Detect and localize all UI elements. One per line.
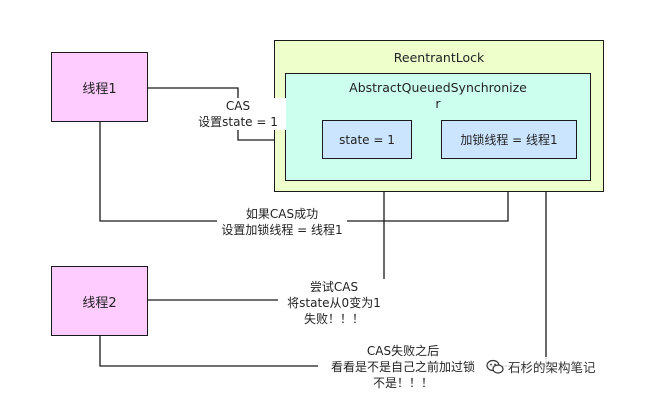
fail-label-line1: CAS失败之后 [366,344,440,358]
cas-fail-label: CAS失败之后 看看是不是自己之前加过锁 不是！！！ [318,343,488,391]
wechat-icon [486,359,504,374]
success-label-line2: 设置加锁线程 = 线程1 [221,223,343,237]
reentrant-lock-title: ReentrantLock [393,50,485,65]
thread2-label: 线程2 [82,295,117,311]
fail-label-line3: 不是！！！ [372,376,433,390]
thread2-box: 线程2 [51,266,148,336]
cas-label-line2: 设置state = 1 [198,115,278,129]
try-cas-label: 尝试CAS 将state从0变为1 失败！！！ [278,279,390,327]
state-field-label: state = 1 [339,132,395,147]
cas-set-state-label: CAS 设置state = 1 [190,98,286,130]
aqs-title-line2: r [435,96,441,111]
state-field: state = 1 [322,120,412,159]
owner-field-label: 加锁线程 = 线程1 [460,133,558,147]
thread1-box: 线程1 [51,52,148,122]
cas-label-line1: CAS [225,99,251,113]
success-label-line1: 如果CAS成功 [245,207,319,221]
watermark-text: 石杉的架构笔记 [508,360,596,375]
try-label-line3: 失败！！！ [303,312,364,326]
try-label-line1: 尝试CAS [309,280,359,294]
try-label-line2: 将state从0变为1 [287,296,381,310]
fail-label-line2: 看看是不是自己之前加过锁 [330,360,475,374]
aqs-title-line1: AbstractQueuedSynchronize [349,80,527,95]
watermark: 石杉的架构笔记 [486,357,596,376]
cas-success-label: 如果CAS成功 设置加锁线程 = 线程1 [217,206,347,238]
aqs-title: AbstractQueuedSynchronize r [285,80,591,112]
arrow-check-owner [99,162,551,367]
owner-field: 加锁线程 = 线程1 [441,120,577,159]
thread1-label: 线程1 [82,81,117,97]
